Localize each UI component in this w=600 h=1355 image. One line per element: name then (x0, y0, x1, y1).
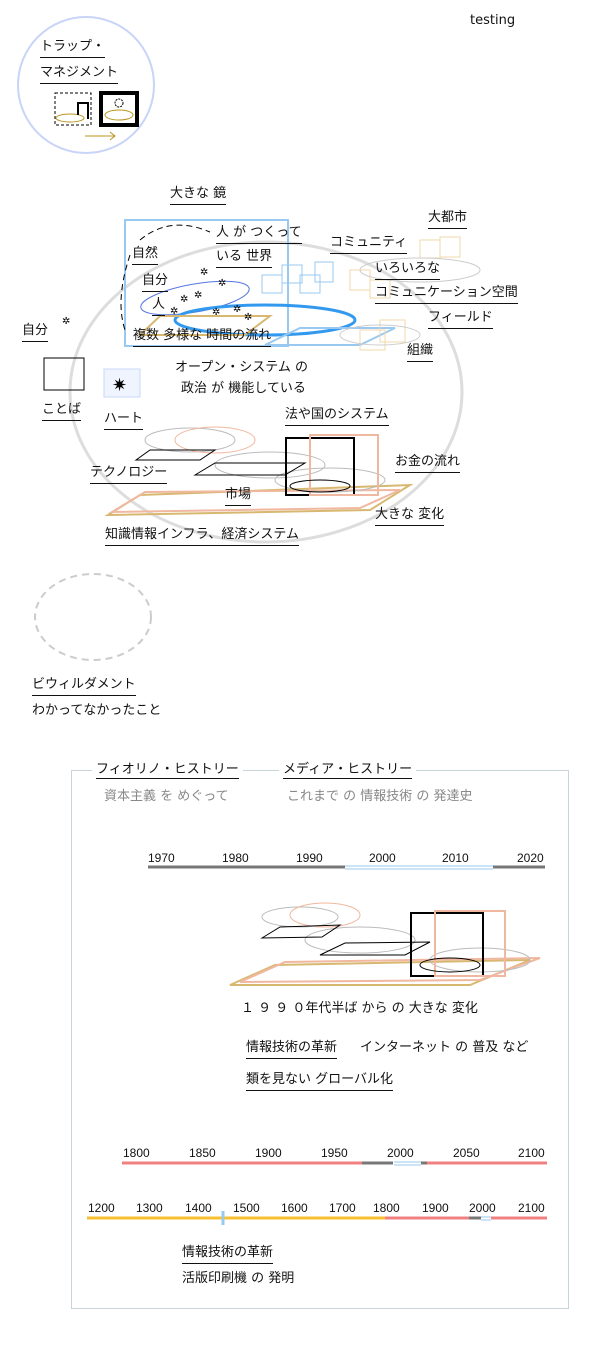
year-label: 1980 (222, 851, 249, 865)
heart-burst-icon: ✷ (112, 375, 127, 396)
open-system-line1: オープン・システム の (175, 360, 308, 375)
svg-text:✲: ✲ (244, 312, 252, 323)
self-inner-label[interactable]: 自分 (142, 272, 169, 292)
svg-text:✲: ✲ (212, 307, 220, 318)
nature-dashed-arc (120, 224, 211, 331)
comm-space-label-2[interactable]: コミュニケーション空間 (375, 284, 518, 304)
year-label: 1700 (329, 1201, 356, 1215)
year-label: 1800 (123, 1146, 150, 1160)
money-flow-label[interactable]: お金の流れ (395, 453, 461, 473)
year-label: 2010 (442, 851, 469, 865)
self-label[interactable]: 自分 (22, 322, 49, 342)
time-flow-label[interactable]: 複数 多様な 時間の流れ (133, 327, 272, 347)
timeline3-line (87, 1211, 547, 1225)
heart-label[interactable]: ハート (104, 410, 144, 430)
year-label: 1800 (373, 1201, 400, 1215)
world-label-2[interactable]: いる 世界 (216, 248, 273, 268)
year-label: 2050 (453, 1146, 480, 1160)
year-label: 2000 (387, 1146, 414, 1160)
fiorino-history-tab[interactable]: フィオリノ・ヒストリー (92, 761, 243, 779)
timeline2-line (122, 1161, 547, 1166)
community-label[interactable]: コミュニティ (330, 234, 408, 254)
bewilder-subtitle: わかってなかったこと (32, 703, 162, 718)
internet-text: インターネット の 普及 など (360, 1040, 529, 1055)
year-label: 1300 (136, 1201, 163, 1215)
year-label: 2000 (469, 1201, 496, 1215)
svg-text:✲: ✲ (200, 267, 208, 278)
trap-circle (17, 16, 155, 154)
trap-title-line1[interactable]: トラップ・ (40, 38, 106, 58)
metropolis-label[interactable]: 大都市 (428, 209, 468, 229)
bewilder-circle (34, 573, 152, 661)
svg-text:✲: ✲ (180, 294, 188, 305)
year-label: 1950 (321, 1146, 348, 1160)
year-label: 2100 (518, 1146, 545, 1160)
change-caption: １ ９ ９ ０年代半ば から の 大きな 変化 (241, 1001, 478, 1016)
year-label: 1900 (255, 1146, 282, 1160)
heart-box (103, 368, 141, 398)
trap-title-line2[interactable]: マネジメント (40, 64, 119, 84)
time-flow-ellipse (173, 303, 357, 337)
year-label: 2020 (517, 851, 544, 865)
open-system-line2: 政治 が 機能している (181, 381, 306, 396)
year-label: 1200 (88, 1201, 115, 1215)
svg-text:✲: ✲ (62, 316, 70, 327)
timeline1-line (148, 865, 545, 870)
trap-icon-before (54, 92, 92, 126)
globalization-link[interactable]: 類を見ない グローバル化 (246, 1071, 394, 1091)
innovation-link[interactable]: 情報技術の革新 (246, 1039, 338, 1059)
big-change-label[interactable]: 大きな 変化 (375, 506, 445, 526)
field-label[interactable]: フィールド (428, 309, 493, 329)
words-label[interactable]: ことば (42, 401, 82, 421)
market-label[interactable]: 市場 (225, 486, 252, 506)
comm-space-label-1[interactable]: いろいろな (375, 260, 441, 280)
media-history-tab[interactable]: メディア・ヒストリー (279, 761, 417, 779)
svg-text:✲: ✲ (218, 278, 226, 289)
words-box (43, 357, 85, 391)
technology-label[interactable]: テクノロジー (90, 464, 168, 484)
trap-icon-after (99, 91, 139, 127)
fiorino-title[interactable]: フィオリノ・ヒストリー (96, 762, 239, 779)
media-title[interactable]: メディア・ヒストリー (283, 762, 413, 779)
arrow-icon (85, 131, 116, 141)
year-label: 2000 (369, 851, 396, 865)
history-diagram (229, 902, 541, 986)
economy-layers (104, 426, 414, 517)
bewilder-title[interactable]: ビウィルダメント (32, 676, 136, 696)
fiorino-subtitle: 資本主義 を めぐって (104, 789, 229, 804)
open-system-ellipse (68, 240, 464, 544)
law-label[interactable]: 法や国のシステム (285, 406, 389, 426)
year-label: 1970 (148, 851, 175, 865)
svg-text:✲: ✲ (194, 290, 202, 301)
year-label: 1850 (189, 1146, 216, 1160)
svg-text:✲: ✲ (170, 306, 178, 317)
printing-press-text: 活版印刷機 の 発明 (182, 1271, 295, 1286)
innovation-link-2[interactable]: 情報技術の革新 (182, 1244, 274, 1264)
media-subtitle: これまで の 情報技術 の 発達史 (287, 789, 473, 804)
year-label: 2100 (518, 1201, 545, 1215)
mirror-label[interactable]: 大きな 鏡 (170, 185, 227, 205)
year-label: 1900 (422, 1201, 449, 1215)
star-icons: ✲✲✲✲✲✲✲✲✲ (62, 267, 252, 327)
nature-label[interactable]: 自然 (132, 245, 159, 265)
infra-label[interactable]: 知識情報インフラ、経済システム (105, 526, 299, 546)
world-label-1[interactable]: 人 が つくって (216, 224, 302, 244)
person-label[interactable]: 人 (152, 296, 166, 316)
year-label: 1500 (233, 1201, 260, 1215)
year-label: 1990 (296, 851, 323, 865)
testing-label: testing (470, 13, 516, 28)
year-label: 1400 (185, 1201, 212, 1215)
year-label: 1600 (281, 1201, 308, 1215)
svg-text:✲: ✲ (233, 304, 241, 315)
organization-label[interactable]: 組織 (407, 342, 434, 362)
